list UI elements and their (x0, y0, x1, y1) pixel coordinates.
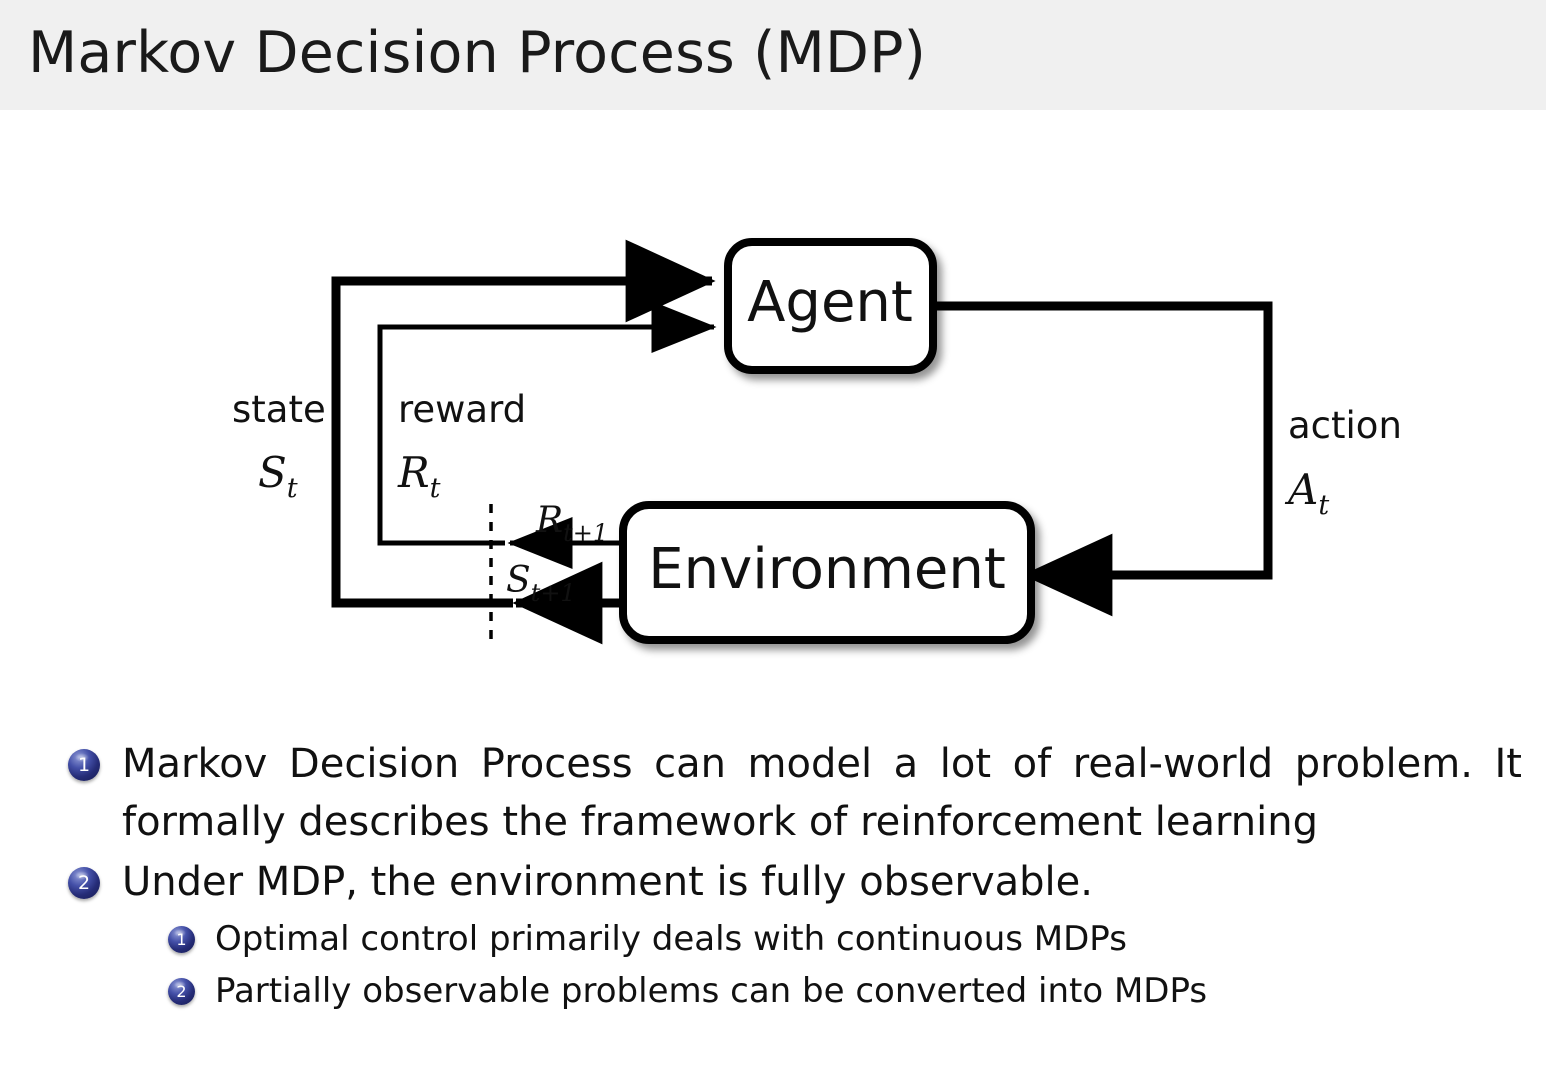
bullet-number: 1 (176, 930, 187, 949)
bullet-number-badge: 1 (168, 926, 195, 953)
reward-next-symbol: Rt+1 (535, 500, 608, 547)
reward-label-group: reward Rt (397, 388, 526, 504)
agent-label: Agent (747, 270, 913, 335)
mdp-diagram: Agent Environment state St reward Rt act… (0, 110, 1546, 700)
bullet-list: 1 Markov Decision Process can model a lo… (0, 735, 1546, 1017)
bullet-number: 2 (77, 872, 91, 894)
reward-label-word: reward (398, 388, 526, 431)
environment-node: Environment (619, 501, 1035, 644)
action-symbol: At (1284, 465, 1329, 521)
bullet-text: Under MDP, the environment is fully obse… (122, 859, 1093, 905)
bullet-number: 1 (77, 754, 91, 776)
bullet-number-badge: 2 (68, 867, 100, 899)
state-next-symbol: St+1 (506, 560, 576, 607)
state-feedback-path (331, 239, 716, 645)
state-label-word: state (232, 388, 326, 431)
bullet-text: Optimal control primarily deals with con… (215, 919, 1127, 959)
agent-environment-loop-svg: Agent Environment state St reward Rt act… (232, 238, 1402, 645)
list-item: 2 Partially observable problems can be c… (0, 965, 1546, 1017)
bullet-number-badge: 1 (68, 749, 100, 781)
action-label-word: action (1288, 404, 1402, 447)
page-title: Markov Decision Process (MDP) (28, 20, 927, 86)
state-label-group: state St (232, 388, 326, 504)
agent-node: Agent (724, 238, 937, 374)
list-item: 1 Optimal control primarily deals with c… (0, 913, 1546, 965)
list-item: 2 Under MDP, the environment is fully ob… (0, 853, 1546, 911)
bullet-text: Partially observable problems can be con… (215, 971, 1208, 1011)
reward-feedback-path (377, 301, 717, 569)
action-label-group: action At (1284, 404, 1402, 521)
bullet-number: 2 (176, 982, 187, 1001)
slide-header-band: Markov Decision Process (MDP) (0, 0, 1546, 110)
list-item: 1 Markov Decision Process can model a lo… (0, 735, 1546, 851)
bullet-text: Markov Decision Process can model a lot … (122, 741, 1522, 845)
reward-symbol: Rt (397, 448, 441, 504)
state-symbol: St (258, 448, 298, 504)
bullet-number-badge: 2 (168, 978, 195, 1005)
environment-label: Environment (648, 537, 1006, 602)
